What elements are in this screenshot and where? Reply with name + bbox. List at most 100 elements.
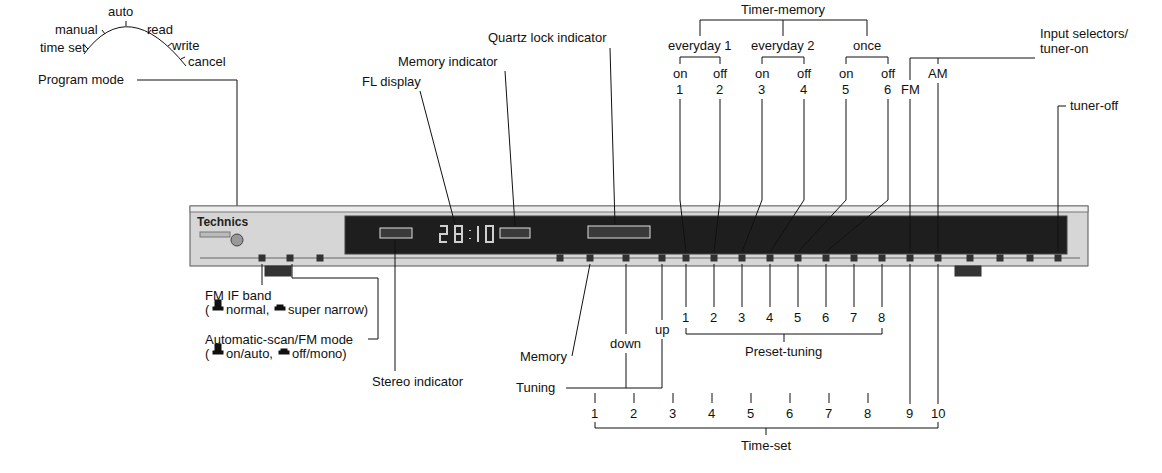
callout-label: 8 [864, 406, 871, 421]
leader-line [572, 264, 590, 356]
leader-line [686, 264, 687, 307]
leader-line [505, 71, 515, 226]
callout-label: normal, [226, 302, 269, 317]
callout-label: 6 [786, 406, 793, 421]
buttons [259, 255, 1061, 261]
leader-line [854, 264, 855, 307]
foot [265, 266, 291, 276]
panel-button [935, 255, 941, 261]
callout-label: 3 [669, 406, 676, 421]
callout-label: 10 [931, 406, 945, 421]
leader-line [938, 264, 939, 404]
leader-line [742, 99, 762, 252]
timeset-bracket [766, 428, 767, 435]
callout-label: 7 [825, 406, 832, 421]
callout-label: time set [40, 40, 86, 55]
callout-label: FL display [362, 74, 421, 89]
panel-button [767, 255, 773, 261]
callout-label: off [713, 66, 727, 81]
leader-line [610, 48, 615, 224]
leader-line [826, 99, 888, 252]
panel-button [1027, 255, 1033, 261]
leader-line [680, 99, 686, 252]
leader-line [938, 83, 939, 252]
panel-button [967, 255, 973, 261]
callout-label: 2 [716, 82, 723, 97]
leader-line [751, 393, 752, 403]
leader-line [262, 264, 263, 285]
leader-line [868, 393, 869, 403]
leader-line [1058, 106, 1066, 252]
callout-label: on [755, 66, 769, 81]
input-bracket [938, 58, 939, 64]
panel-button [287, 255, 293, 261]
panel-print [200, 232, 230, 237]
preset-bracket [686, 328, 882, 334]
timer-bracket [783, 20, 784, 36]
timer-bracket [700, 20, 867, 36]
callout-label: 8 [878, 310, 885, 325]
leader-line [770, 99, 804, 252]
callout-label: 2 [710, 310, 717, 325]
callout-label: 4 [800, 82, 807, 97]
callout-label: Preset-tuning [745, 344, 822, 359]
leader-line [829, 393, 830, 403]
panel-button [623, 255, 629, 261]
callout-label: FM IF band [205, 288, 271, 303]
callout-label: 1 [591, 406, 598, 421]
callout-label: Program mode [38, 72, 124, 87]
callout-label: down [610, 336, 641, 351]
panel-button [711, 255, 717, 261]
timer-bracket [762, 57, 804, 64]
fl-digits [440, 226, 493, 242]
panel-button [795, 255, 801, 261]
panel-button [823, 255, 829, 261]
leader-line [662, 264, 663, 320]
callout-label: 6 [822, 310, 829, 325]
callout-label: auto [108, 4, 133, 19]
preset-bracket [784, 334, 785, 342]
callout-label: on/auto, [226, 346, 273, 361]
leader-lines [680, 99, 888, 252]
leader-line [770, 264, 771, 307]
leader-line [395, 240, 396, 371]
leader-line [634, 393, 635, 403]
quartz-lock-indicator [588, 226, 650, 238]
leader-line [882, 264, 883, 307]
callout-label: FM [901, 82, 920, 97]
callout-label: read [147, 22, 173, 37]
leader-line [910, 264, 911, 404]
callout-label: 6 [884, 82, 891, 97]
callout-label: Input selectors/ tuner-on [1040, 26, 1152, 56]
callout-label: 4 [766, 310, 773, 325]
leader-line [595, 393, 596, 403]
callout-label: Tuning [516, 380, 555, 395]
callout-label: Memory [520, 349, 567, 364]
callout-label: AM [928, 66, 948, 81]
leader-line [714, 99, 720, 252]
callout-label: Memory indicator [398, 54, 498, 69]
stereo-indicator [380, 228, 412, 238]
callout-label: 7 [850, 310, 857, 325]
callout-label: Timer-memory [741, 2, 825, 17]
callout-label: off [881, 66, 895, 81]
callout-label: Automatic-scan/FM mode [205, 332, 353, 347]
panel-button [557, 255, 563, 261]
callout-label: 1 [676, 82, 683, 97]
leader-line [673, 393, 674, 403]
callout-label: ( [205, 346, 209, 361]
timer-bracket [680, 57, 720, 64]
callout-label: 5 [747, 406, 754, 421]
panel-button [317, 255, 323, 261]
callout-label: once [853, 38, 881, 53]
callout-label: ( [205, 302, 209, 317]
panel-button [587, 255, 593, 261]
callout-label: write [172, 38, 199, 53]
button-rail [200, 258, 1080, 259]
tuning-bracket [626, 353, 627, 388]
callout-label: 3 [758, 82, 765, 97]
panel-button [879, 255, 885, 261]
panel-button [851, 255, 857, 261]
program-knob [231, 234, 243, 246]
